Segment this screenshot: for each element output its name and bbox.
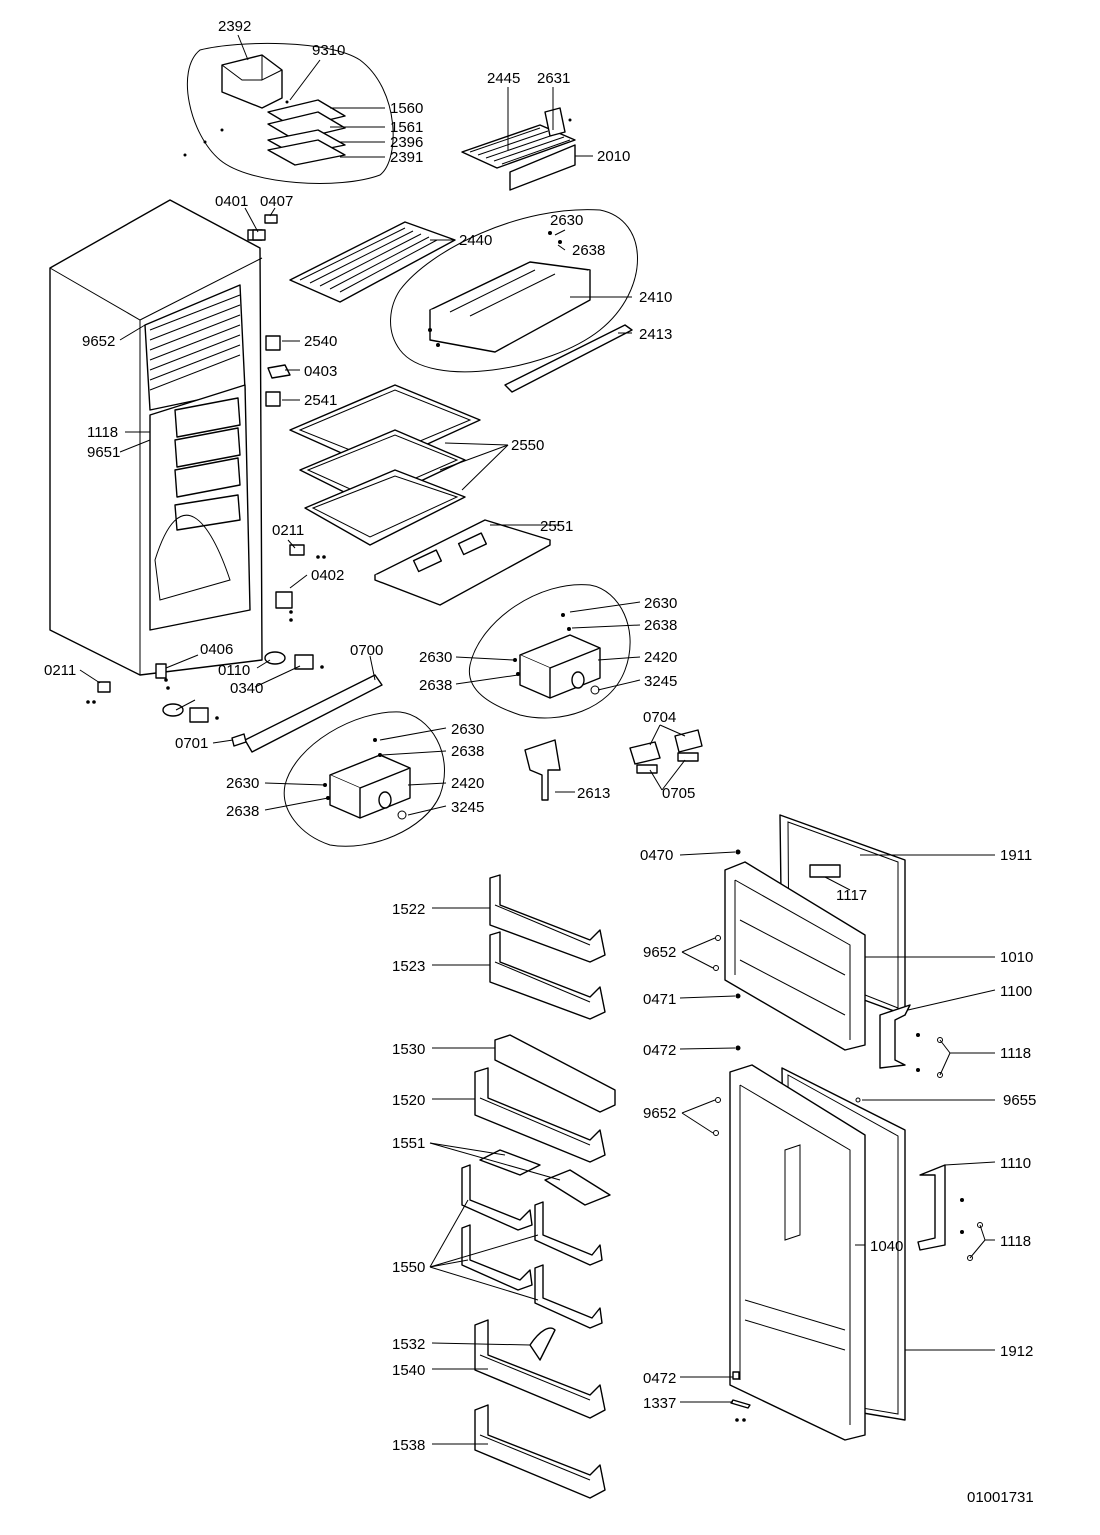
callout-1520: 1520 <box>392 1092 425 1109</box>
freezer-door <box>724 814 911 1069</box>
callout-9652-b: 9652 <box>643 944 676 961</box>
callout-2413: 2413 <box>639 326 672 343</box>
egg-drawer-group-bottom <box>283 711 445 847</box>
freezer-grid-shelf <box>461 107 576 191</box>
callout-2550: 2550 <box>511 437 544 454</box>
callout-2638-a: 2638 <box>572 242 605 259</box>
callout-0472-a: 0472 <box>643 1042 676 1059</box>
callout-1100: 1100 <box>1000 983 1032 1000</box>
callout-0407: 0407 <box>260 193 293 210</box>
callout-0700: 0700 <box>350 642 383 659</box>
callout-2391: 2391 <box>390 149 423 166</box>
bracket-2613 <box>524 739 561 801</box>
callout-1523: 1523 <box>392 958 425 975</box>
door-screws <box>713 849 983 1422</box>
callout-labels: 2392 9310 1560 1561 2396 2391 2445 2631 … <box>44 18 1036 1506</box>
callout-0340: 0340 <box>230 680 263 697</box>
callout-1530: 1530 <box>392 1041 425 1058</box>
callout-1561: 1561 <box>390 119 423 136</box>
callout-0701: 0701 <box>175 735 208 752</box>
egg-drawer-group-top <box>468 584 631 719</box>
callout-2638-c: 2638 <box>419 677 452 694</box>
door-balconies <box>461 874 616 1499</box>
callout-1337: 1337 <box>643 1395 676 1412</box>
callout-2630-a: 2630 <box>550 212 583 229</box>
ice-tray-group <box>183 42 394 184</box>
callout-1912: 1912 <box>1000 1343 1033 1360</box>
callout-0110: 0110 <box>218 662 250 679</box>
callout-1118-c: 1118 <box>1000 1233 1031 1250</box>
callout-1010: 1010 <box>1000 949 1033 966</box>
callout-2630-d: 2630 <box>451 721 484 738</box>
callout-0403: 0403 <box>304 363 337 380</box>
callout-1551: 1551 <box>392 1135 425 1152</box>
callout-0401: 0401 <box>215 193 248 210</box>
callout-9310: 9310 <box>312 42 345 59</box>
callout-0402: 0402 <box>311 567 344 584</box>
callout-1540: 1540 <box>392 1362 425 1379</box>
callout-1538: 1538 <box>392 1437 425 1454</box>
callout-0472-b: 0472 <box>643 1370 676 1387</box>
callout-0406: 0406 <box>200 641 233 658</box>
callout-2392: 2392 <box>218 18 251 35</box>
cabinet-body <box>49 199 263 676</box>
callout-2410: 2410 <box>639 289 672 306</box>
small-covers <box>629 729 703 774</box>
callout-1550: 1550 <box>392 1259 425 1276</box>
callout-9652-a: 9652 <box>82 333 115 350</box>
leader-lines <box>79 34 996 1445</box>
callout-1110: 1110 <box>1000 1155 1031 1172</box>
freezer-drawer-group <box>390 209 638 373</box>
callout-9655: 9655 <box>1003 1092 1036 1109</box>
callout-2551: 2551 <box>540 518 573 535</box>
callout-2630-c: 2630 <box>419 649 452 666</box>
callout-1522: 1522 <box>392 901 425 918</box>
callout-1911: 1911 <box>1000 847 1032 864</box>
drawing-number: 01001731 <box>967 1489 1034 1506</box>
callout-2638-b: 2638 <box>644 617 677 634</box>
callout-2010: 2010 <box>597 148 630 165</box>
callout-0471: 0471 <box>643 991 676 1008</box>
callout-1117: 1117 <box>836 887 867 904</box>
front-strip <box>504 324 633 393</box>
callout-2541: 2541 <box>304 392 337 409</box>
callout-1532: 1532 <box>392 1336 425 1353</box>
callout-2420-b: 2420 <box>451 775 484 792</box>
callout-0211-b: 0211 <box>44 662 76 679</box>
callout-2630-e: 2630 <box>226 775 259 792</box>
glass-shelves <box>289 384 481 546</box>
callout-0470: 0470 <box>640 847 673 864</box>
callout-2631: 2631 <box>537 70 570 87</box>
cabinet-clips <box>86 214 326 704</box>
callout-0705: 0705 <box>662 785 695 802</box>
callout-2396: 2396 <box>390 134 423 151</box>
callout-3245-b: 3245 <box>451 799 484 816</box>
callout-3245-a: 3245 <box>644 673 677 690</box>
callout-0211-a: 0211 <box>272 522 304 539</box>
callout-2445: 2445 <box>487 70 520 87</box>
callout-9651: 9651 <box>87 444 120 461</box>
callout-2638-d: 2638 <box>451 743 484 760</box>
thermostat-parts <box>162 651 324 723</box>
fridge-door <box>729 1064 946 1441</box>
callout-1118-b: 1118 <box>1000 1045 1031 1062</box>
callout-2420-a: 2420 <box>644 649 677 666</box>
callout-1040: 1040 <box>870 1238 903 1255</box>
callout-1118-a: 1118 <box>87 424 118 441</box>
front-handle-strip <box>231 674 383 753</box>
callout-0704: 0704 <box>643 709 676 726</box>
callout-2613: 2613 <box>577 785 610 802</box>
callout-2638-e: 2638 <box>226 803 259 820</box>
callout-2440: 2440 <box>459 232 492 249</box>
callout-2540: 2540 <box>304 333 337 350</box>
parts-drawing <box>49 42 983 1499</box>
callout-1560: 1560 <box>390 100 423 117</box>
callout-2630-b: 2630 <box>644 595 677 612</box>
crisper-cover <box>374 519 551 606</box>
callout-9652-c: 9652 <box>643 1105 676 1122</box>
